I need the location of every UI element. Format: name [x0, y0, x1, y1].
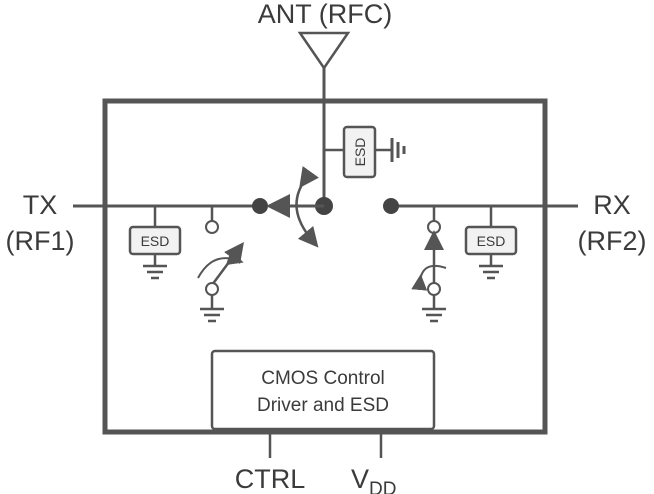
right-shunt-rotation-arrow [411, 264, 447, 291]
antenna-icon [297, 31, 351, 71]
tx-port-label: (RF1) [6, 226, 75, 256]
control-block-line1: CMOS Control [261, 368, 385, 389]
ant-label: ANT (RFC) [258, 0, 393, 29]
left-shunt-pivot [205, 282, 219, 296]
esd-label-right: ESD [477, 233, 506, 249]
switch-rotation-arrow [295, 166, 319, 248]
right-shunt-closed-contact [427, 220, 441, 234]
esd-label-top: ESD [352, 138, 368, 167]
rx-switch-node [383, 198, 399, 214]
cmos-control-block [210, 349, 436, 431]
ground-icon-right-shunt [422, 307, 446, 323]
control-block-line2: Driver and ESD [257, 395, 389, 416]
esd-label-left: ESD [141, 233, 170, 249]
esd-box-top [342, 125, 377, 179]
left-shunt-rotation-arrow [197, 249, 244, 279]
ground-icon-left-esd [143, 264, 167, 280]
left-shunt-open-contact [205, 220, 219, 234]
ground-icon-right-esd [479, 264, 503, 280]
vdd-label: VDD [351, 464, 396, 494]
rx-label: RX [593, 190, 631, 220]
ground-icon-left-shunt [200, 307, 224, 323]
tx-label: TX [23, 190, 58, 220]
right-shunt-pivot [427, 282, 441, 296]
tx-switch-node [252, 198, 268, 214]
ground-icon-top [390, 138, 406, 162]
rx-port-label: (RF2) [578, 226, 647, 256]
ctrl-label: CTRL [235, 464, 306, 494]
